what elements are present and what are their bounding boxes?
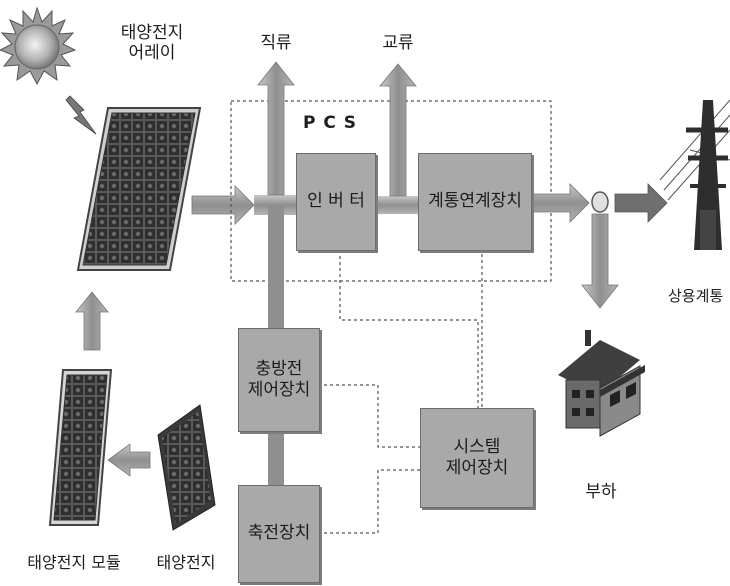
arrow-to-grid [614,183,668,223]
arrow-array-to-pcs [191,185,255,225]
system-control-box: 시스템 제어장치 [420,408,534,508]
charge-discharge-label-line1: 충방전 [255,358,303,379]
solar-array-label-line1: 태양전지 [120,23,184,43]
storage-box: 축전장치 [238,485,320,583]
house-icon [558,330,645,437]
arrow-to-load [581,213,619,309]
solar-array-panel [76,107,202,271]
solar-cell-label: 태양전지 [156,553,216,572]
solar-cell-icon [157,404,216,531]
charge-discharge-control-box: 충방전 제어장치 [238,328,320,432]
sun-icon [0,6,77,86]
grid-interconnect-label: 계통연계장치 [428,191,522,212]
utility-grid-label: 상용계통 [668,287,724,305]
arrow-to-junction [530,183,590,223]
arrow-cell-to-module [107,443,151,477]
charge-discharge-label-line2: 제어장치 [247,380,311,400]
control-lines [318,248,483,534]
system-control-label-line2: 제어장치 [445,458,509,478]
storage-label: 축전장치 [247,523,311,544]
lightning-icon [65,95,97,135]
solar-array-label-line2: 어레이 [128,42,176,63]
arrow-ac-up [379,63,417,197]
inverter-box: 인 버 터 [296,153,376,251]
pcs-boundary [230,100,552,282]
system-control-label-line1: 시스템 [453,436,501,457]
bus-inverter-to-grid [376,196,418,214]
power-tower-icon [659,99,730,250]
arrow-dc-up [257,61,295,196]
inverter-label: 인 버 터 [307,191,365,212]
load-label: 부하 [585,482,617,502]
pcs-label: P C S [302,113,358,133]
ac-label: 교류 [382,33,414,53]
grid-interconnect-box: 계통연계장치 [418,153,532,251]
solar-module-label: 태양전지 모듈 [27,553,121,572]
junction-node [591,191,609,213]
arrow-module-to-array [75,291,109,351]
solar-array-title: 태양전지 어레이 [112,23,192,63]
solar-module-icon [48,369,113,526]
dc-label: 직류 [260,33,292,53]
